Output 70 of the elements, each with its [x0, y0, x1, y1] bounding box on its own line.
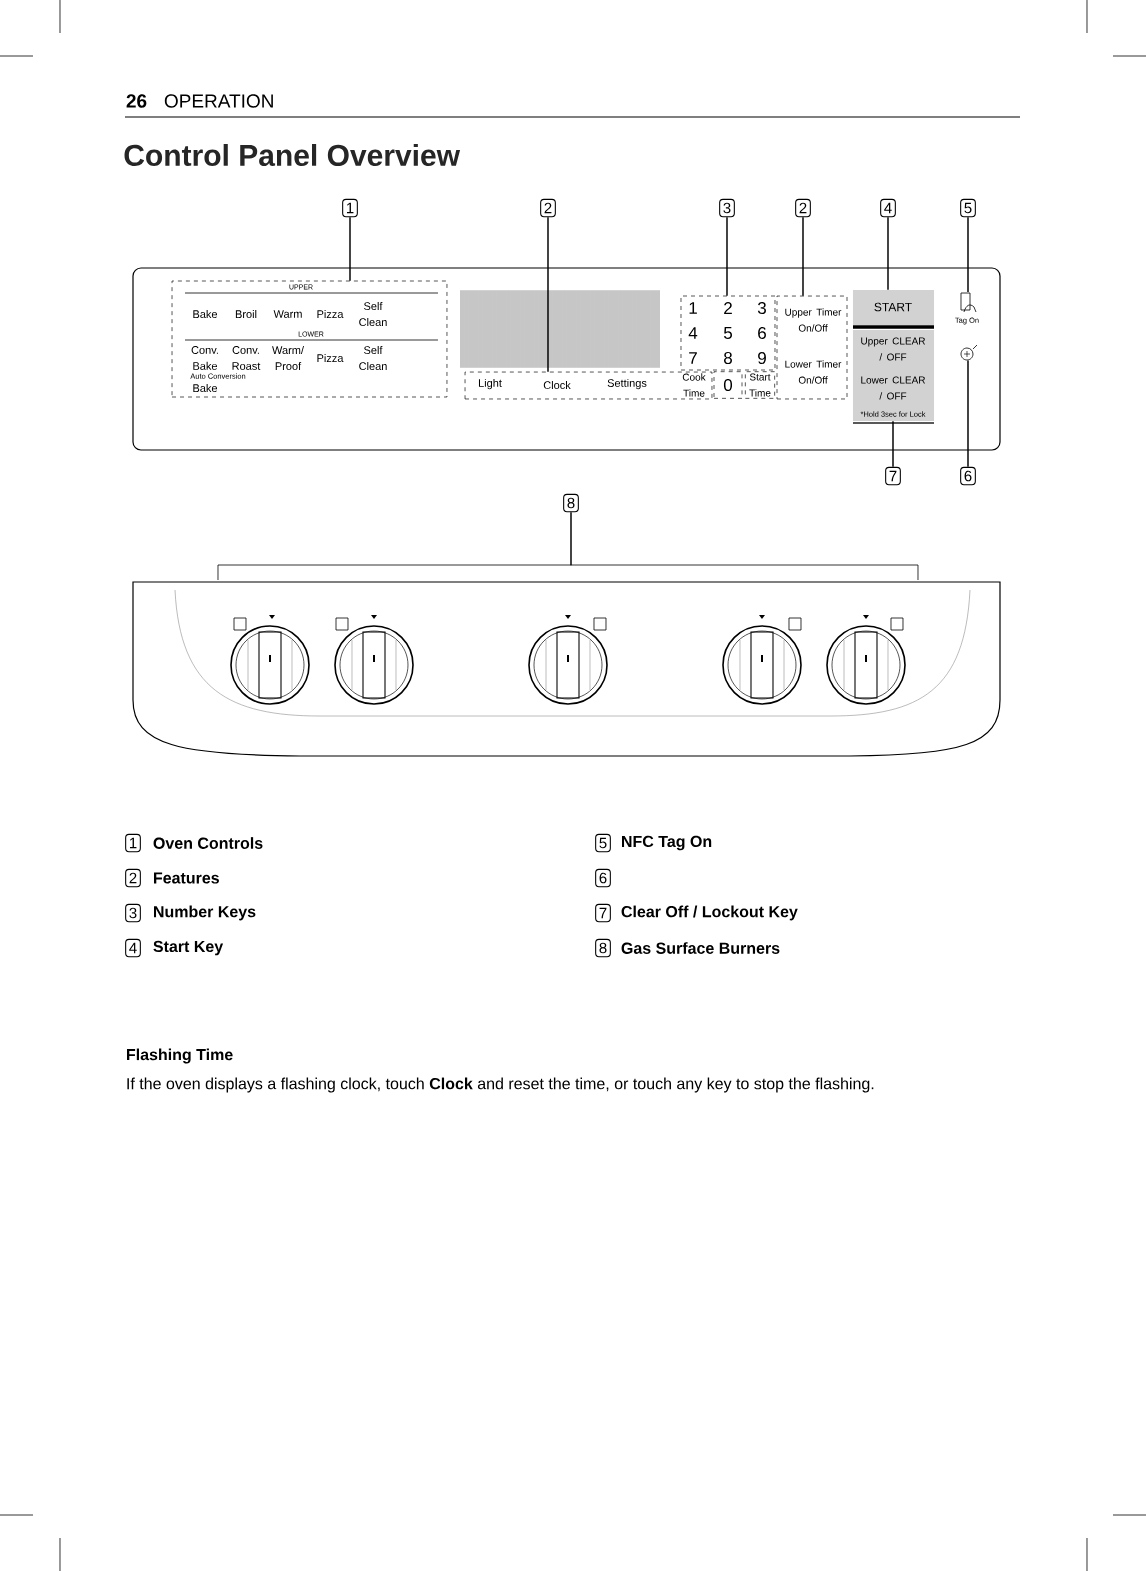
key-label: Cook Time [682, 373, 706, 397]
callout-number: 1 [125, 833, 141, 853]
key-label: Self Clean [359, 346, 387, 371]
callout-number: 3 [125, 903, 141, 923]
key-label: Pizza [317, 354, 344, 363]
callout-number: 5 [960, 198, 976, 218]
key-label: Conv. Bake [191, 346, 218, 370]
key-label: 7 [689, 352, 697, 364]
callout-number: 2 [795, 198, 811, 218]
key-label: 5 [723, 327, 732, 339]
note-text: If the oven displays a flashing clock, touch Clock and reset the time, or touch any key to stop the flashing. [127, 1077, 874, 1093]
callout-number: 2 [540, 198, 556, 218]
key-label: Settings [607, 378, 647, 390]
key-label: Warm [273, 310, 302, 318]
leader-line [570, 511, 572, 566]
leader-line [802, 216, 804, 297]
callout-number: 7 [885, 466, 901, 486]
key-label: 8 [724, 352, 732, 365]
legend-text: NFC Tag On [622, 835, 712, 851]
key-label: Upper CLEAR / OFF [861, 337, 926, 361]
key-label: Bake [193, 310, 218, 319]
leader-line [726, 216, 728, 297]
callout-number: 7 [595, 903, 611, 923]
key-label: Lower CLEAR / OFF [861, 376, 926, 400]
title: Control Panel Overview [124, 144, 461, 167]
callout-number: 4 [880, 198, 896, 218]
legend-text: Features [154, 872, 219, 884]
key-label: Self Clean [359, 302, 387, 327]
callout-number: 6 [960, 466, 976, 486]
key-label: Pizza [317, 310, 344, 319]
callout-number: 8 [563, 493, 579, 513]
key-label: Clock [543, 381, 571, 390]
callout-number: 4 [125, 938, 141, 958]
callout-number: 3 [719, 198, 735, 218]
key-label: Start Time [745, 371, 775, 399]
key-label: Warm/ Proof [272, 346, 304, 371]
leader-line [967, 216, 969, 293]
callout-number: 1 [342, 198, 358, 218]
section-heading: OPERATION [164, 94, 273, 108]
callout-number: 5 [595, 833, 611, 853]
legend-text: Start Key [153, 940, 224, 956]
key-label: 3 [757, 302, 766, 315]
key-label: 1 [689, 302, 697, 314]
callout-number: 8 [595, 938, 611, 958]
key-label: 6 [758, 327, 766, 340]
key-label: 2 [724, 302, 732, 314]
legend-text: Clear Off / Lockout Key [621, 905, 798, 921]
key-label: 9 [758, 352, 766, 365]
leader-line [547, 216, 549, 373]
diagnosis-icon [960, 344, 978, 361]
legend-text: Oven Controls [153, 837, 263, 849]
key-label: Conv. Roast [232, 346, 261, 370]
key-label: 0 [713, 371, 743, 399]
legend-text: Number Keys [154, 905, 256, 921]
key-label: Upper Timer On/Off [785, 308, 842, 332]
leader-line [349, 216, 351, 282]
key-label: Bake [193, 384, 218, 393]
leader-line [967, 359, 969, 468]
key-label: Broil [235, 310, 257, 319]
legend-text: Gas Surface Burners [621, 942, 780, 954]
leader-line [887, 216, 889, 291]
callout-number: 2 [125, 868, 141, 888]
page-number: 26 [126, 94, 147, 108]
key-label: 4 [688, 327, 698, 339]
key-label: Light [478, 378, 502, 390]
leader-line [892, 420, 894, 468]
callout-number: 6 [595, 868, 611, 888]
key-label: Lower Timer On/Off [785, 360, 842, 384]
note-heading: Flashing Time [127, 1048, 233, 1064]
start-key: START [852, 290, 935, 325]
